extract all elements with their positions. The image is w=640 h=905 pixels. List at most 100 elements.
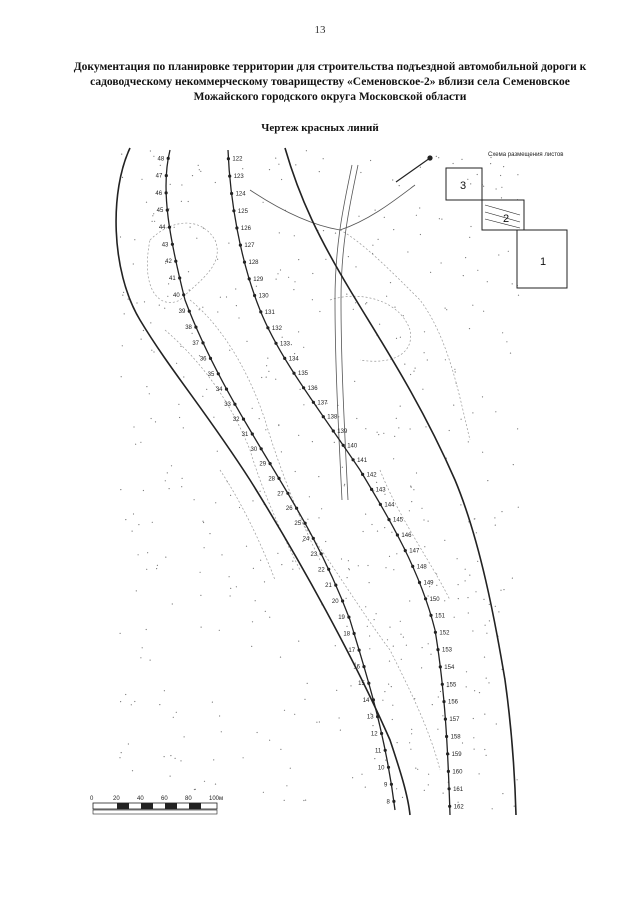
left-point-label-31: 31 — [242, 432, 249, 438]
terrain-dot — [252, 567, 254, 570]
terrain-dot — [339, 729, 341, 731]
right-point-label-125: 125 — [238, 209, 249, 215]
terrain-dot — [390, 686, 392, 688]
right-point-marker-131 — [259, 310, 263, 314]
terrain-dot — [404, 363, 406, 365]
terrain-dot — [306, 682, 308, 685]
terrain-dot — [388, 683, 390, 685]
terrain-dot — [401, 796, 404, 799]
terrain-dot — [295, 164, 297, 166]
right-point-marker-158 — [445, 734, 449, 739]
left-point-label-32: 32 — [233, 417, 240, 423]
terrain-dot — [389, 282, 392, 284]
left-point-marker-32 — [241, 417, 246, 421]
terrain-dot — [386, 295, 388, 297]
terrain-dot — [410, 373, 412, 376]
terrain-dot — [495, 411, 497, 413]
terrain-dot — [202, 306, 204, 308]
terrain-dot — [286, 785, 288, 787]
terrain-dot — [171, 603, 173, 605]
terrain-dot — [423, 519, 425, 521]
terrain-dot — [419, 207, 421, 209]
terrain-dot — [245, 545, 248, 547]
terrain-dot — [483, 185, 485, 187]
terrain-dot — [400, 658, 402, 660]
terrain-dot — [294, 281, 296, 283]
terrain-dot — [202, 227, 205, 229]
terrain-dot — [179, 416, 181, 419]
terrain-dot — [181, 184, 183, 186]
terrain-dot — [431, 704, 433, 706]
terrain-dot — [495, 723, 497, 725]
terrain-dot — [325, 540, 327, 543]
right-point-marker-129 — [247, 277, 251, 281]
terrain-dot — [278, 232, 280, 234]
right-point-label-152: 152 — [439, 630, 450, 636]
right-point-label-130: 130 — [259, 294, 270, 300]
terrain-dot — [411, 501, 413, 503]
terrain-dot — [180, 760, 182, 762]
left-point-label-39: 39 — [179, 309, 186, 315]
right-point-marker-134 — [283, 356, 287, 360]
terrain-dot — [355, 266, 357, 268]
terrain-dot — [346, 625, 348, 628]
left-point-marker-8 — [392, 799, 396, 804]
terrain-dot — [427, 643, 429, 645]
terrain-dot — [311, 299, 313, 301]
terrain-dot — [364, 786, 366, 788]
terrain-dot — [365, 428, 367, 430]
terrain-dot — [495, 188, 497, 190]
right-point-marker-133 — [274, 341, 278, 345]
terrain-dot — [444, 600, 446, 602]
terrain-dot — [346, 577, 348, 579]
terrain-dot — [461, 158, 463, 160]
terrain-dot — [361, 773, 363, 775]
terrain-dot — [321, 508, 323, 510]
terrain-dot — [203, 521, 205, 524]
terrain-dot — [298, 640, 300, 642]
terrain-dot — [437, 696, 439, 698]
terrain-dot — [140, 657, 142, 659]
terrain-dot — [280, 451, 282, 453]
terrain-dot — [478, 773, 480, 775]
terrain-dot — [178, 403, 180, 405]
terrain-dot — [193, 788, 195, 791]
terrain-dot — [409, 742, 411, 744]
terrain-dot — [135, 443, 137, 445]
terrain-dot — [180, 345, 182, 347]
terrain-dot — [500, 174, 502, 177]
terrain-dot — [429, 586, 431, 588]
right-point-label-148: 148 — [417, 564, 428, 570]
terrain-dot — [143, 301, 146, 303]
left-point-label-26: 26 — [286, 506, 293, 512]
left-point-label-36: 36 — [200, 356, 207, 362]
terrain-dot — [500, 589, 502, 591]
terrain-dot — [165, 262, 167, 264]
terrain-dot — [215, 502, 217, 504]
terrain-dot — [288, 276, 290, 278]
terrain-dot — [238, 317, 240, 319]
terrain-dot — [292, 560, 294, 562]
right-point-label-136: 136 — [308, 386, 319, 392]
terrain-dot — [153, 155, 155, 157]
terrain-dot — [193, 499, 195, 501]
terrain-dot — [202, 520, 204, 522]
terrain-dot — [467, 612, 469, 614]
terrain-dot — [166, 472, 168, 474]
right-point-marker-126 — [235, 226, 239, 230]
terrain-dot — [235, 288, 237, 290]
terrain-dot — [396, 788, 398, 790]
terrain-dot — [125, 519, 127, 521]
left-point-label-16: 16 — [353, 665, 360, 671]
terrain-dot — [153, 213, 155, 215]
terrain-dot — [391, 718, 393, 721]
left-point-marker-20 — [341, 599, 345, 603]
terrain-dot — [517, 174, 519, 176]
terrain-dot — [261, 376, 263, 379]
right-point-marker-159 — [446, 752, 450, 756]
terrain-dot — [426, 359, 428, 361]
terrain-dot — [281, 178, 283, 181]
terrain-dot — [294, 713, 296, 715]
terrain-dot — [200, 594, 202, 597]
right-point-marker-151 — [429, 613, 433, 618]
